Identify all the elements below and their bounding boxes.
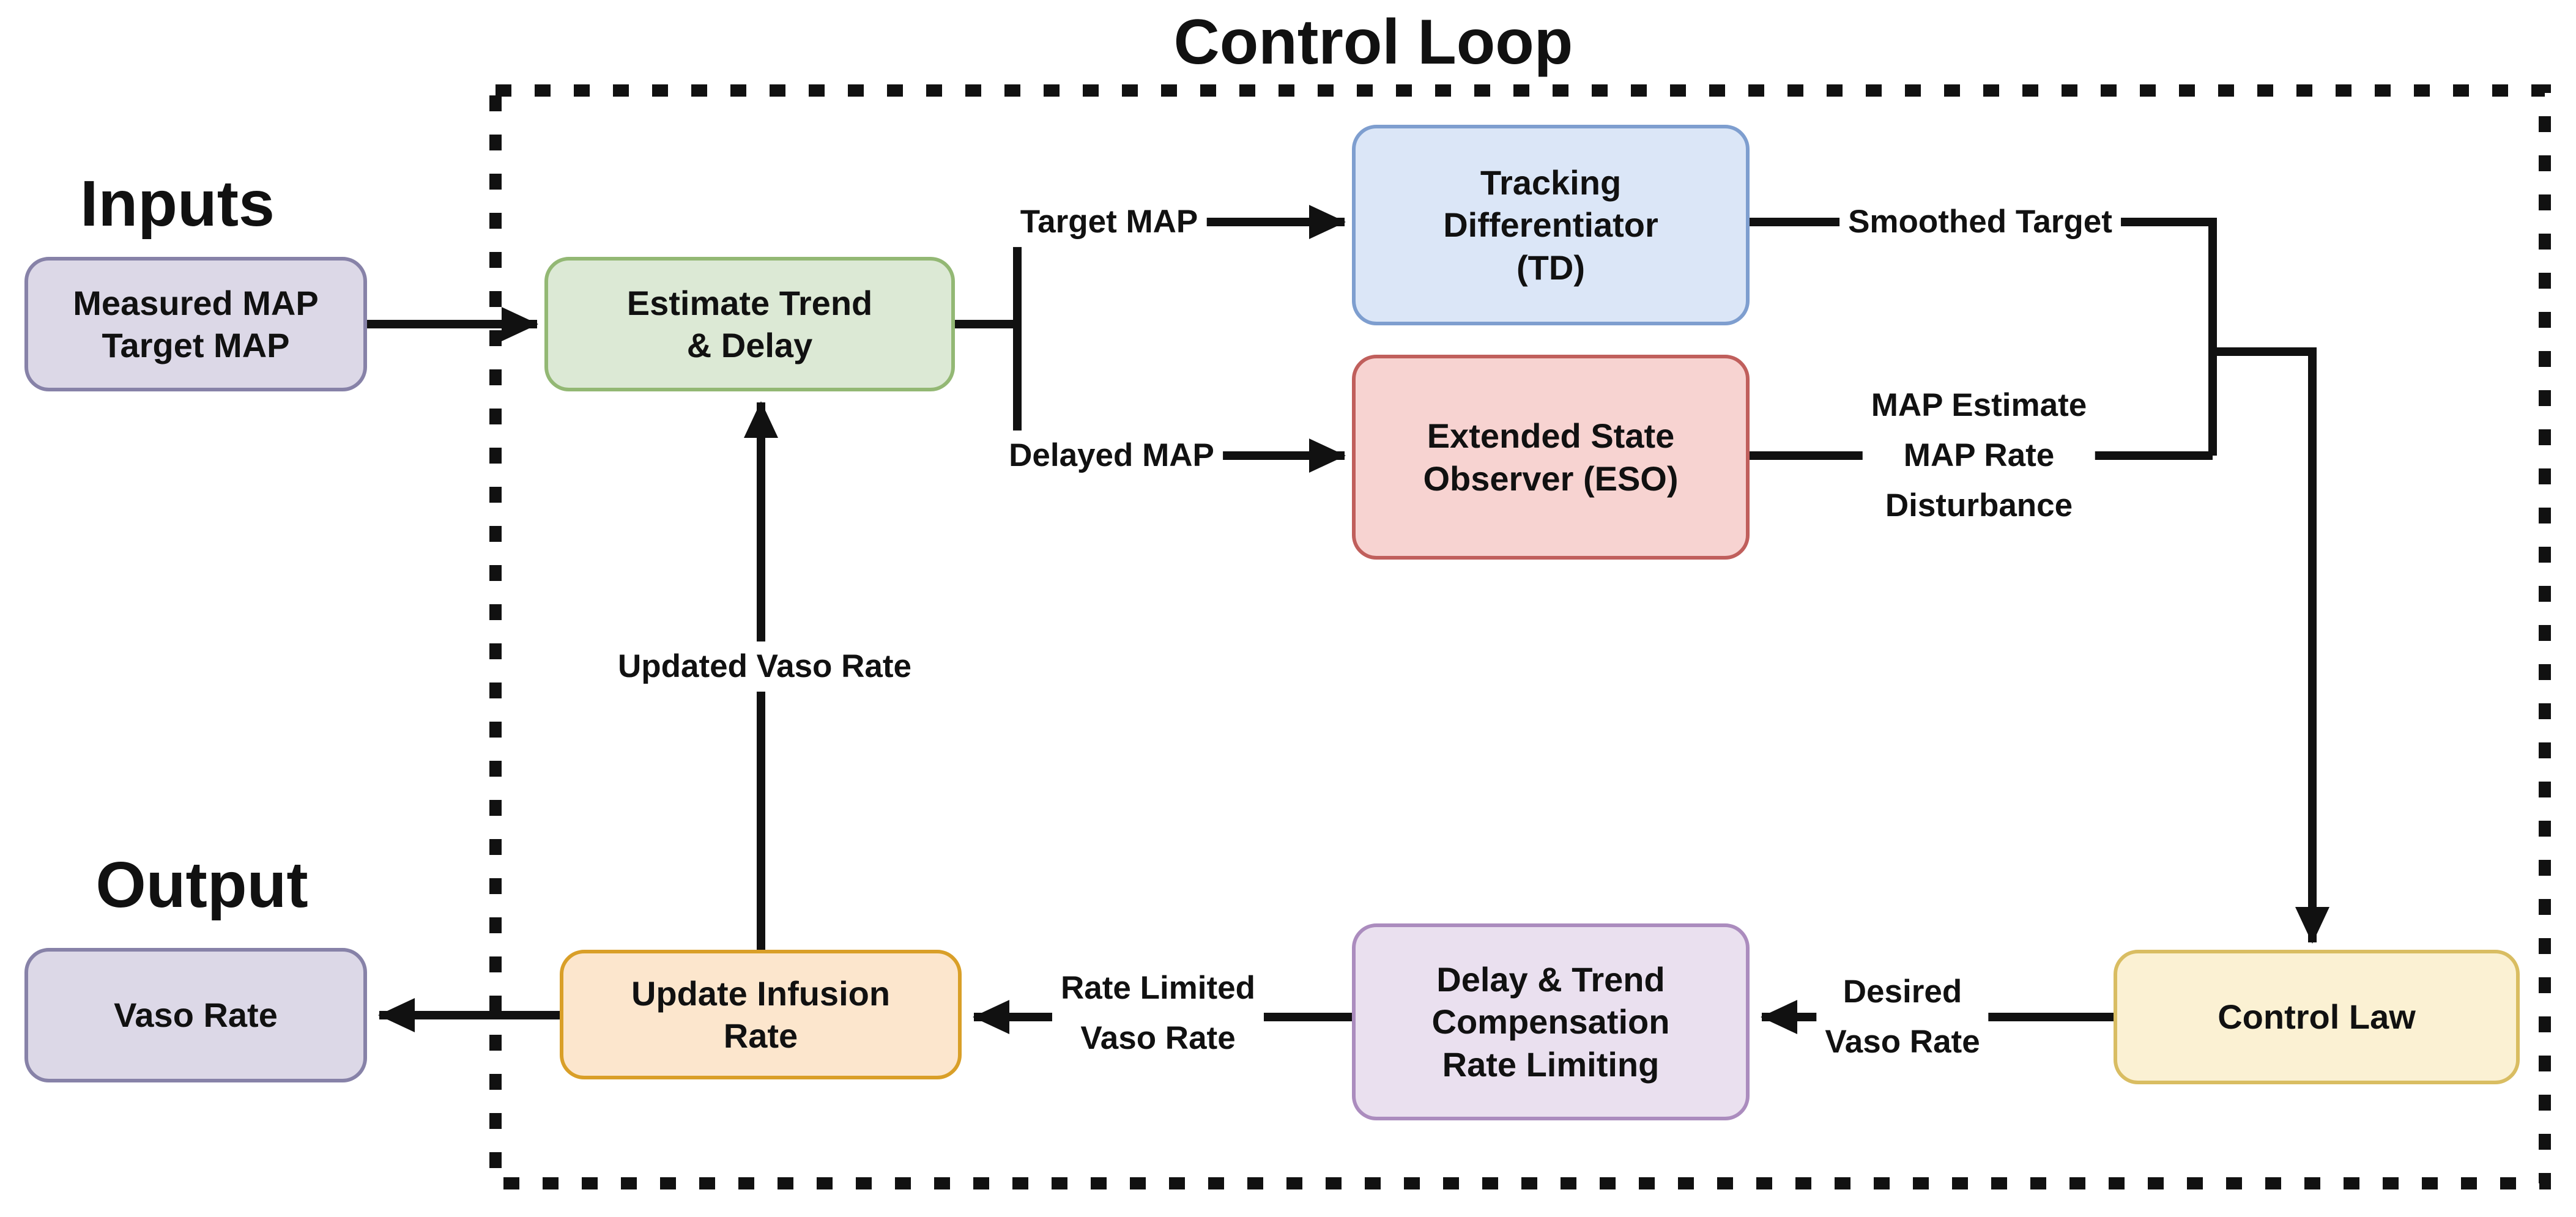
node-tracking-differentiator: Tracking Differentiator (TD) [1352,125,1750,325]
node-delay-trend-compensation: Delay & Trend Compensation Rate Limiting [1352,923,1750,1120]
heading-output: Output [95,849,308,921]
edge-label-rate-limited-vaso-rate: Rate Limited Vaso Rate [1052,963,1264,1064]
node-vaso-rate: Vaso Rate [24,948,367,1082]
edge-label-target-map: Target MAP [1011,196,1207,248]
arrow-join-to-control-law [2213,347,2329,944]
edge-label-eso-outputs: MAP Estimate MAP Rate Disturbance [1862,380,2096,531]
node-estimate-trend-delay: Estimate Trend & Delay [544,257,955,391]
page-title: Control Loop [1173,7,1573,78]
edge-label-delayed-map: Delayed MAP [1000,430,1223,481]
heading-inputs: Inputs [80,168,275,240]
edge-label-desired-vaso-rate: Desired Vaso Rate [1816,966,1989,1068]
control-loop-boundary [489,84,2551,1189]
node-update-infusion-rate: Update Infusion Rate [560,950,962,1079]
edge-label-updated-vaso-rate: Updated Vaso Rate [609,641,921,692]
edge-label-smoothed-target: Smoothed Target [1839,196,2121,248]
node-control-law: Control Law [2114,950,2520,1084]
node-extended-state-observer: Extended State Observer (ESO) [1352,355,1750,560]
node-measured-map: Measured MAP Target MAP [24,257,367,391]
